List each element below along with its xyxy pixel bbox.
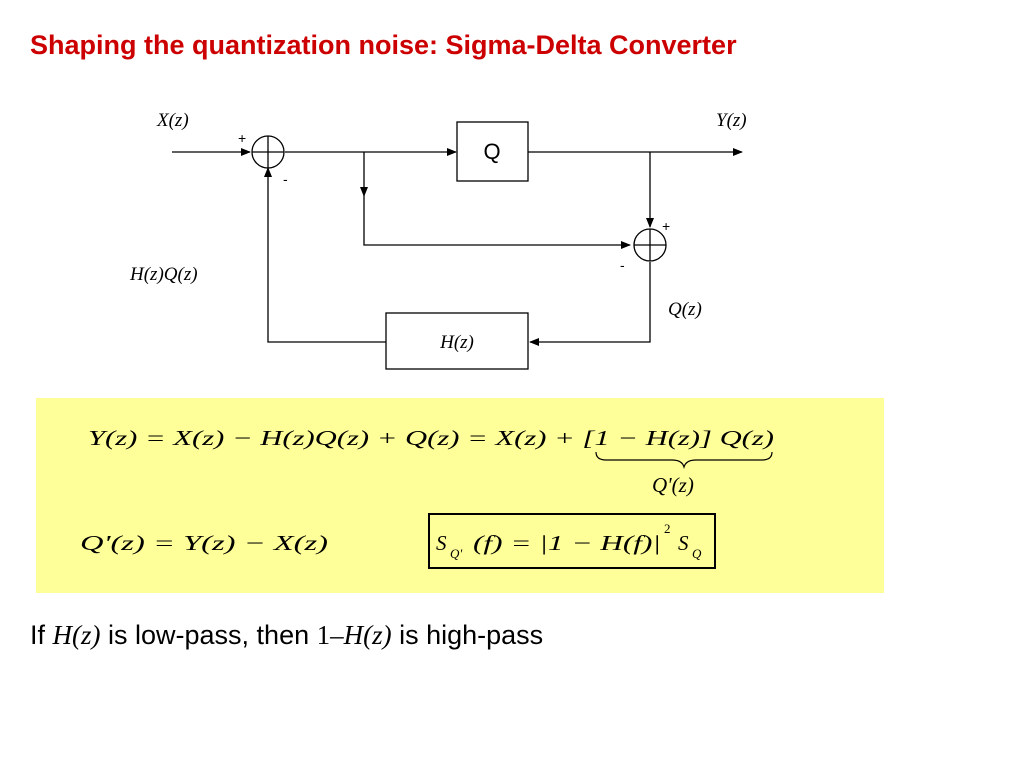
psd-equation-body: (f) = |1 − H(f)| bbox=[473, 531, 661, 555]
psd-subscript-2: Q bbox=[692, 546, 702, 561]
psd-symbol-2: S bbox=[678, 531, 689, 555]
equation-1-brace-label: Q'(z) bbox=[652, 473, 694, 497]
subtractor-minus-sign: - bbox=[620, 257, 625, 273]
caption-prefix: If bbox=[30, 620, 53, 650]
quantizer-label: Q bbox=[483, 139, 500, 164]
caption-suffix: is high-pass bbox=[391, 620, 544, 650]
caption-h-function: H(z) bbox=[52, 620, 101, 650]
tap-to-subtractor-line bbox=[363, 196, 631, 249]
psd-symbol: S bbox=[436, 531, 447, 555]
quantizer-block bbox=[456, 121, 529, 182]
psd-subscript-1: Q' bbox=[450, 546, 462, 561]
summer-plus-sign: + bbox=[238, 130, 246, 146]
summer-minus-sign: - bbox=[283, 171, 288, 187]
equation-2: Q'(z) = Y(z) − X(z) bbox=[80, 531, 328, 555]
caption-middle: is low-pass, then bbox=[100, 620, 317, 650]
caption: If H(z) is low-pass, then 1–H(z) is high… bbox=[30, 620, 543, 651]
equation-1: Y(z) = X(z) − H(z)Q(z) + Q(z) = X(z) + [… bbox=[88, 426, 774, 450]
feedback-label: H(z)Q(z) bbox=[129, 264, 198, 285]
noise-label: Q(z) bbox=[668, 299, 702, 320]
page-title: Shaping the quantization noise: Sigma-De… bbox=[30, 30, 737, 60]
output-label: Y(z) bbox=[716, 110, 747, 131]
subtractor-plus-sign: + bbox=[662, 218, 670, 234]
noise-to-filter-line bbox=[529, 262, 651, 346]
psd-equation-box bbox=[428, 513, 716, 569]
equation-panel bbox=[36, 398, 884, 593]
caption-dash: – bbox=[330, 620, 344, 650]
caption-one: 1 bbox=[316, 620, 331, 650]
input-label: X(z) bbox=[156, 110, 189, 131]
filter-label: H(z) bbox=[439, 332, 474, 353]
psd-exponent: 2 bbox=[664, 521, 671, 536]
filter-block bbox=[385, 312, 529, 370]
caption-h-function-2: H(z) bbox=[343, 620, 392, 650]
underbrace bbox=[595, 451, 773, 470]
feedback-line bbox=[264, 167, 386, 343]
